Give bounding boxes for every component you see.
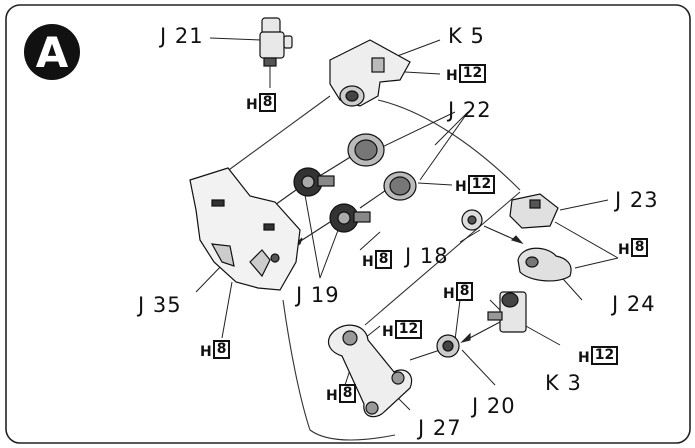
label-k5: K 5 — [448, 24, 485, 48]
part-k3-drawing — [487, 291, 527, 333]
part-j21-drawing — [259, 17, 293, 67]
part-k5-drawing — [329, 39, 411, 107]
part-j23-drawing — [509, 193, 559, 229]
label-j22: J 22 — [448, 98, 492, 122]
label-j27: J 27 — [418, 416, 462, 440]
part-j35-drawing — [189, 167, 301, 291]
label-j24: J 24 — [612, 292, 656, 316]
panel-border — [5, 4, 691, 444]
label-j35: J 35 — [138, 293, 182, 317]
step-badge: A — [24, 24, 80, 80]
label-j19: J 19 — [296, 283, 340, 307]
part-j27-drawing — [327, 324, 413, 418]
label-k3: K 3 — [545, 371, 582, 395]
part-j19-drawing — [293, 167, 371, 233]
label-j20: J 20 — [472, 394, 516, 418]
part-j20-drawing — [436, 334, 460, 358]
part-j18-drawing — [461, 209, 483, 231]
routing-line — [225, 95, 521, 441]
label-j21: J 21 — [160, 24, 204, 48]
label-j23: J 23 — [615, 188, 659, 212]
part-j22-drawing — [347, 133, 417, 201]
leader-lines — [195, 37, 619, 411]
label-j18: J 18 — [405, 244, 449, 268]
part-j24-drawing — [517, 247, 572, 282]
